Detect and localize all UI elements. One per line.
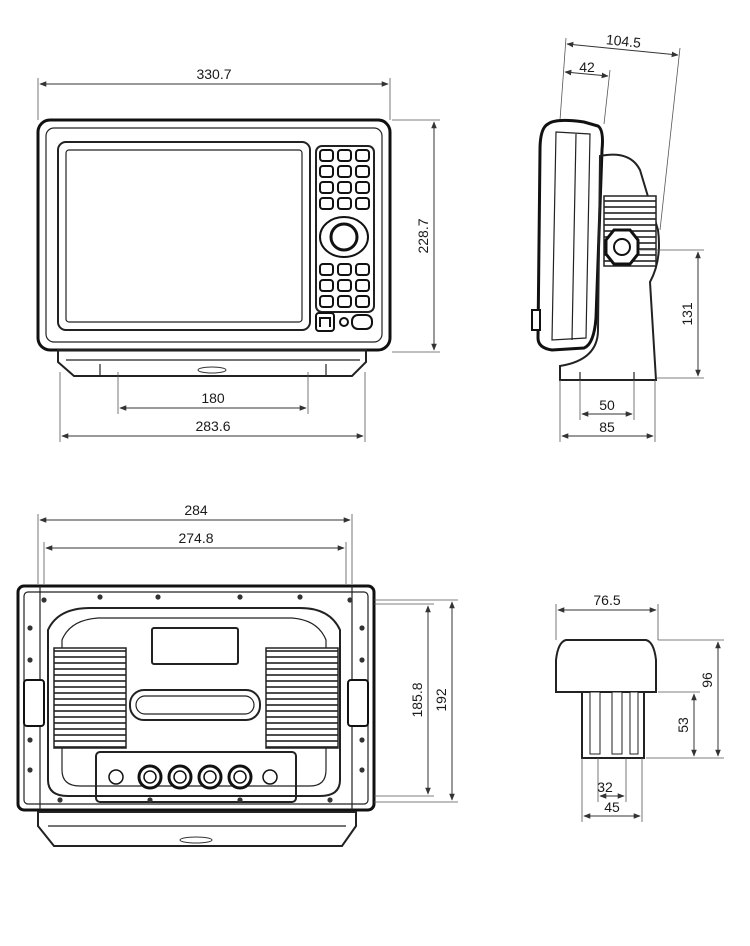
mount-knob-icon [604,228,640,266]
screw [327,797,333,803]
front-view: 330.7 228.7 18 [36,66,440,442]
directional-pad-icon [319,216,369,258]
back-view: 284 274.8 185. [16,502,458,847]
screw [347,597,353,603]
screw [27,625,33,631]
connector-port [262,769,278,785]
left-cooling-fins [53,647,127,749]
screw [237,797,243,803]
back-label-plate [151,627,239,665]
connector-port-inner [233,770,247,784]
keypad-key [355,197,370,210]
connector-block [95,751,297,803]
side-display-body [536,118,604,352]
keypad-key [355,165,370,178]
side-base-inner-label: 50 [599,397,615,413]
keypad-key [319,165,334,178]
side-base-outer-label: 85 [599,419,615,435]
keypad-key [337,263,352,276]
connector-port-inner [173,770,187,784]
knob-shaft-height-label: 53 [675,717,691,733]
screw [27,737,33,743]
back-center-slot [129,689,261,721]
knob-detail-view: 76.5 96 53 32 45 [555,592,724,822]
keypad-key [337,197,352,210]
bracket-inner-label: 180 [201,390,225,406]
back-bracket [37,811,357,847]
side-depth-label: 104.5 [605,31,642,51]
keypad-panel [315,145,375,313]
keypad-key [337,295,352,308]
screw [359,767,365,773]
screw [27,767,33,773]
knob-height-label: 96 [699,672,715,688]
keypad-key [355,263,370,276]
screw [57,797,63,803]
back-height-inner-label: 185.8 [409,682,425,717]
back-recessed-panel [47,607,341,797]
knob-cap [555,639,657,693]
knob-shaft-inner-label: 32 [597,779,613,795]
keypad-key [337,279,352,292]
bracket-outer-label: 283.6 [195,418,230,434]
keypad-key [319,263,334,276]
connector-port [108,769,124,785]
keypad-key [355,295,370,308]
keypad-key [319,279,334,292]
keypad-key [337,149,352,162]
screw [41,597,47,603]
knob-width-label: 76.5 [593,592,620,608]
side-mount-height-label: 131 [679,302,695,326]
keypad-key [337,165,352,178]
keypad-key [319,197,334,210]
front-height-label: 228.7 [415,218,431,253]
screw [297,594,303,600]
keypad-key [319,181,334,194]
keypad-key [355,279,370,292]
side-depth-dimension-line [566,41,679,58]
screw [147,797,153,803]
back-width-inner-label: 274.8 [178,530,213,546]
back-housing [16,584,376,812]
screw [359,657,365,663]
side-mount-stand [559,153,660,381]
front-bracket [57,349,367,377]
screw [359,737,365,743]
screw [27,657,33,663]
keypad-key [337,181,352,194]
side-view: 104.5 42 131 50 85 [531,31,704,442]
screw [237,594,243,600]
side-bezel-dimension-line [564,69,609,79]
right-cooling-fins [265,647,339,749]
front-width-label: 330.7 [196,66,231,82]
screw [155,594,161,600]
connector-port-inner [203,770,217,784]
screw [359,625,365,631]
back-width-outer-label: 284 [184,502,208,518]
keypad-key [319,149,334,162]
keypad-key [355,149,370,162]
back-height-outer-label: 192 [433,688,449,712]
power-button-icon [315,312,335,332]
keypad-key [355,181,370,194]
keypad-key [319,295,334,308]
knob-shaft-outer-label: 45 [604,799,620,815]
side-bezel-label: 42 [579,59,595,75]
screw [97,594,103,600]
display-screen [57,141,311,331]
connector-port-inner [143,770,157,784]
